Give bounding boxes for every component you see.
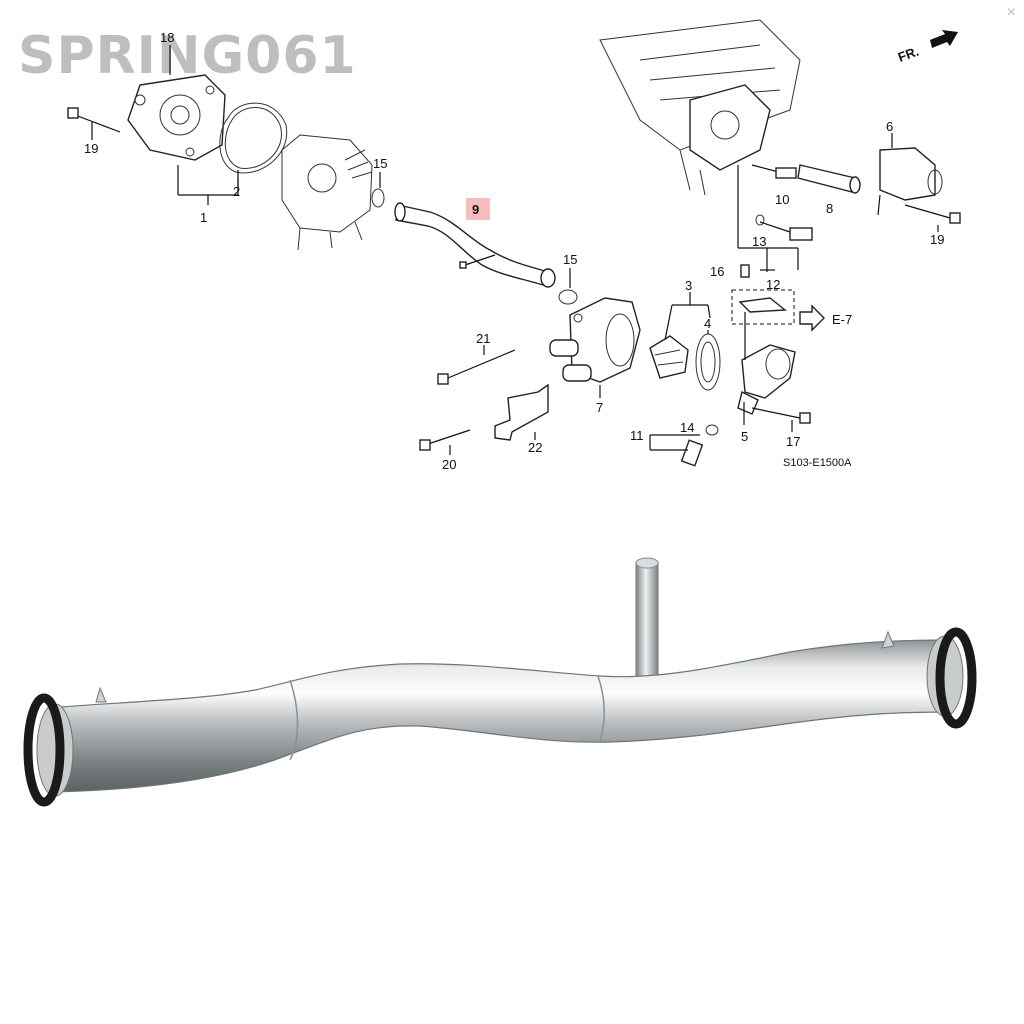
callout-4: 4 <box>704 316 711 331</box>
sensor-10 <box>751 164 797 179</box>
callout-14: 14 <box>680 420 694 435</box>
bracket-22 <box>494 383 549 441</box>
water-pipe-9-drawing <box>394 202 556 288</box>
housing-6 <box>877 147 961 224</box>
cylinder-head-sketch <box>599 19 801 196</box>
ref-e7-label: E-7 <box>832 312 852 327</box>
ref-arrow-icon <box>799 304 825 332</box>
bolt-17 <box>751 407 811 424</box>
callout-22: 22 <box>528 440 542 455</box>
engine-block-sketch <box>281 134 373 251</box>
front-marker-label: FR. <box>896 44 921 65</box>
callout-9: 9 <box>472 202 479 217</box>
callout-17: 17 <box>786 434 800 449</box>
callout-9-highlight <box>466 198 490 220</box>
watermark: SPRING061 <box>18 26 357 86</box>
callout-11: 11 <box>630 428 644 443</box>
pipe-8 <box>797 164 861 194</box>
ref-box <box>731 289 795 325</box>
bolt-20 <box>419 429 471 451</box>
water-pump-illustration <box>67 74 288 174</box>
callout-7: 7 <box>596 400 603 415</box>
callout-20: 20 <box>442 457 456 472</box>
callout-16: 16 <box>710 264 724 279</box>
diagram-code: S103-E1500A <box>783 457 852 469</box>
bolt-21 <box>437 349 516 385</box>
callout-6: 6 <box>886 119 893 134</box>
callout-19-right: 19 <box>930 232 944 247</box>
callout-2: 2 <box>233 184 240 199</box>
callout-18: 18 <box>160 30 174 45</box>
callout-3: 3 <box>685 278 692 293</box>
callout-19-left: 19 <box>84 141 98 156</box>
o-ring-15-bottom <box>558 289 578 305</box>
callout-5: 5 <box>741 429 748 444</box>
o-ring-15-top <box>371 188 385 208</box>
sensor-11 <box>680 424 719 467</box>
callout-21: 21 <box>476 331 490 346</box>
callout-12: 12 <box>766 277 780 292</box>
close-icon[interactable]: × <box>1006 4 1016 21</box>
callout-15-bottom: 15 <box>563 252 577 267</box>
callout-15-top: 15 <box>373 156 387 171</box>
pipe-photo <box>23 557 977 807</box>
callout-1: 1 <box>200 210 207 225</box>
sensor-13 <box>755 214 813 241</box>
callout-10: 10 <box>775 192 789 207</box>
front-arrow-icon <box>930 30 958 48</box>
callout-13: 13 <box>752 234 766 249</box>
thermostat-housing-7 <box>549 297 641 383</box>
water-outlet-5 <box>737 344 796 415</box>
callout-8: 8 <box>826 201 833 216</box>
thermostat-3 <box>649 335 689 379</box>
